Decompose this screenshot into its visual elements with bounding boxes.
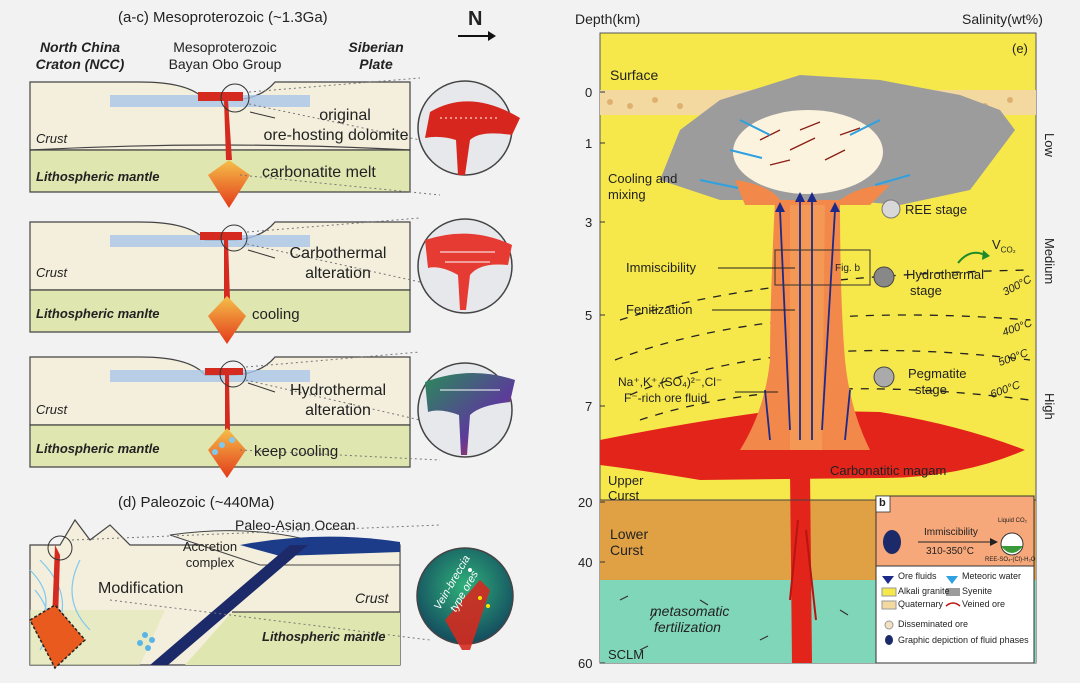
upper-crust-line1: Upper	[608, 473, 644, 488]
legend-quaternary: Quaternary	[898, 599, 944, 609]
sclm-label: SCLM	[608, 647, 645, 662]
depth-tick-0: 0	[585, 85, 593, 100]
depth-tick-5: 5	[585, 308, 593, 323]
panel-b-note1-line2: alteration	[305, 265, 371, 282]
ree-stage-label: REE stage	[905, 202, 968, 217]
inset-ree-fluid: REE-SO₄-(Cl)-H₂O	[985, 557, 1036, 563]
depth-axis-title: Depth(km)	[575, 11, 641, 27]
panel-c-note1-line1: Hydrothermal	[289, 382, 387, 399]
legend-alkali: Alkali granite	[898, 586, 950, 596]
fenitization-label: Fenitization	[626, 302, 693, 317]
legend-graphic: Graphic depiction of fluid phases	[898, 635, 1029, 645]
panel-b-note2: cooling	[252, 306, 300, 323]
panel-d-mantle: Lithospheric mantle	[262, 629, 386, 644]
panel-d-accretion-line1: Accretion	[182, 539, 238, 554]
carbonatitic-label: Carbonatitic magam	[830, 463, 947, 478]
legend-meteoric: Meteoric water	[962, 571, 1022, 581]
fluid-line1: Na⁺,K⁺,(SO₄)²⁻,Cl⁻	[618, 375, 723, 389]
inset-temp: 310-350°C	[926, 546, 974, 557]
panel-a-note1-line2: ore-hosting dolomite	[263, 127, 409, 144]
surface-label: Surface	[610, 67, 659, 83]
pegmatite-line2: stage	[915, 382, 947, 397]
panel-c-note2: keep cooling	[254, 443, 339, 460]
legend-veined: Veined ore	[962, 599, 1006, 609]
inset-b-label: b	[879, 497, 886, 509]
siberian-label-line2: Plate	[359, 56, 393, 72]
zoom-circle-c	[417, 362, 515, 458]
depth-tick-1: 1	[585, 136, 593, 151]
panel-c-note1-line2: alteration	[305, 402, 371, 419]
legend-disseminated: Disseminated ore	[898, 619, 969, 629]
lower-crust-line1: Lower	[610, 526, 649, 542]
panel-a-crust: Crust	[36, 131, 68, 146]
panel-a-note1-line1: original	[319, 107, 371, 124]
panel-a-mantle: Lithospheric mantle	[36, 169, 160, 184]
header-mesoproterozoic: (a-c) Mesoproterozoic (~1.3Ga)	[118, 9, 328, 26]
depth-tick-3: 3	[585, 215, 593, 230]
upper-crust-line2: Curst	[608, 488, 640, 503]
immiscibility-label: Immiscibility	[626, 260, 697, 275]
pegmatite-line1: Pegmatite	[908, 366, 967, 381]
zoom-circle-b	[417, 218, 513, 314]
legend-syenite: Syenite	[962, 586, 993, 596]
panel-d-crust: Crust	[355, 590, 389, 606]
panel-d-accretion-line2: complex	[185, 555, 235, 570]
north-label: N	[468, 8, 483, 30]
panel-c-crust: Crust	[36, 402, 68, 417]
depth-tick-60: 60	[578, 656, 593, 671]
panel-b	[29, 217, 421, 344]
depth-tick-7: 7	[585, 399, 593, 414]
vco2-sub: CO₂	[1000, 245, 1016, 255]
panel-d	[29, 518, 441, 670]
panel-d-modification: Modification	[98, 580, 184, 597]
cooling-mixing-line1: Cooling and	[608, 171, 678, 186]
hydrothermal-stage-line2: stage	[910, 283, 942, 298]
salinity-high: High	[1042, 393, 1057, 420]
vco2-v: V	[992, 237, 1001, 252]
cooling-mixing-line2: mixing	[608, 187, 646, 202]
panel-a	[29, 77, 441, 208]
panel-d-ocean: Paleo-Asian Ocean	[235, 517, 356, 533]
panel-c	[29, 351, 441, 478]
ncc-label-line1: North China	[39, 39, 121, 55]
fluid-line2: F⁻-rich ore fluid	[624, 391, 708, 405]
panel-a-note2: carbonatite melt	[262, 164, 376, 181]
panel-b-note1-line1: Carbothermal	[289, 245, 387, 262]
metasomatic-line1: metasomatic	[650, 603, 730, 619]
hydrothermal-stage-line1: Hydrothermal	[906, 267, 985, 282]
panel-c-mantle: Lithospheric mantle	[36, 441, 160, 456]
panel-e-label: (e)	[1012, 41, 1028, 56]
panel-e	[599, 32, 1037, 664]
zoom-circle-d	[416, 547, 514, 650]
metasomatic-line2: fertilization	[654, 619, 721, 635]
depth-tick-40: 40	[578, 555, 593, 570]
panel-b-crust: Crust	[36, 265, 68, 280]
salinity-medium: Medium	[1042, 238, 1057, 285]
vco2-label: VCO₂	[992, 237, 1016, 255]
depth-tick-20: 20	[578, 495, 593, 510]
siberian-label-line1: Siberian	[348, 39, 404, 55]
north-arrow-icon	[458, 31, 496, 41]
zoom-circle-a	[417, 80, 520, 176]
inset-immiscibility: Immiscibility	[924, 527, 978, 538]
salinity-low: Low	[1042, 133, 1057, 157]
group-label-line2: Bayan Obo Group	[168, 56, 282, 72]
fig-b-label: Fig. b	[835, 263, 861, 274]
header-paleozoic: (d) Paleozoic (~440Ma)	[118, 494, 275, 511]
legend-ore-fluids: Ore fluids	[898, 571, 937, 581]
inset-liquid-co2: Liquid CO₂	[998, 518, 1028, 524]
panel-b-mantle: Lithospheric manlte	[36, 306, 160, 321]
group-label-line1: Mesoproterozoic	[173, 39, 277, 55]
salinity-axis-title: Salinity(wt%)	[962, 11, 1043, 27]
lower-crust-line2: Curst	[610, 542, 644, 558]
ncc-label-line2: Craton (NCC)	[35, 56, 125, 72]
